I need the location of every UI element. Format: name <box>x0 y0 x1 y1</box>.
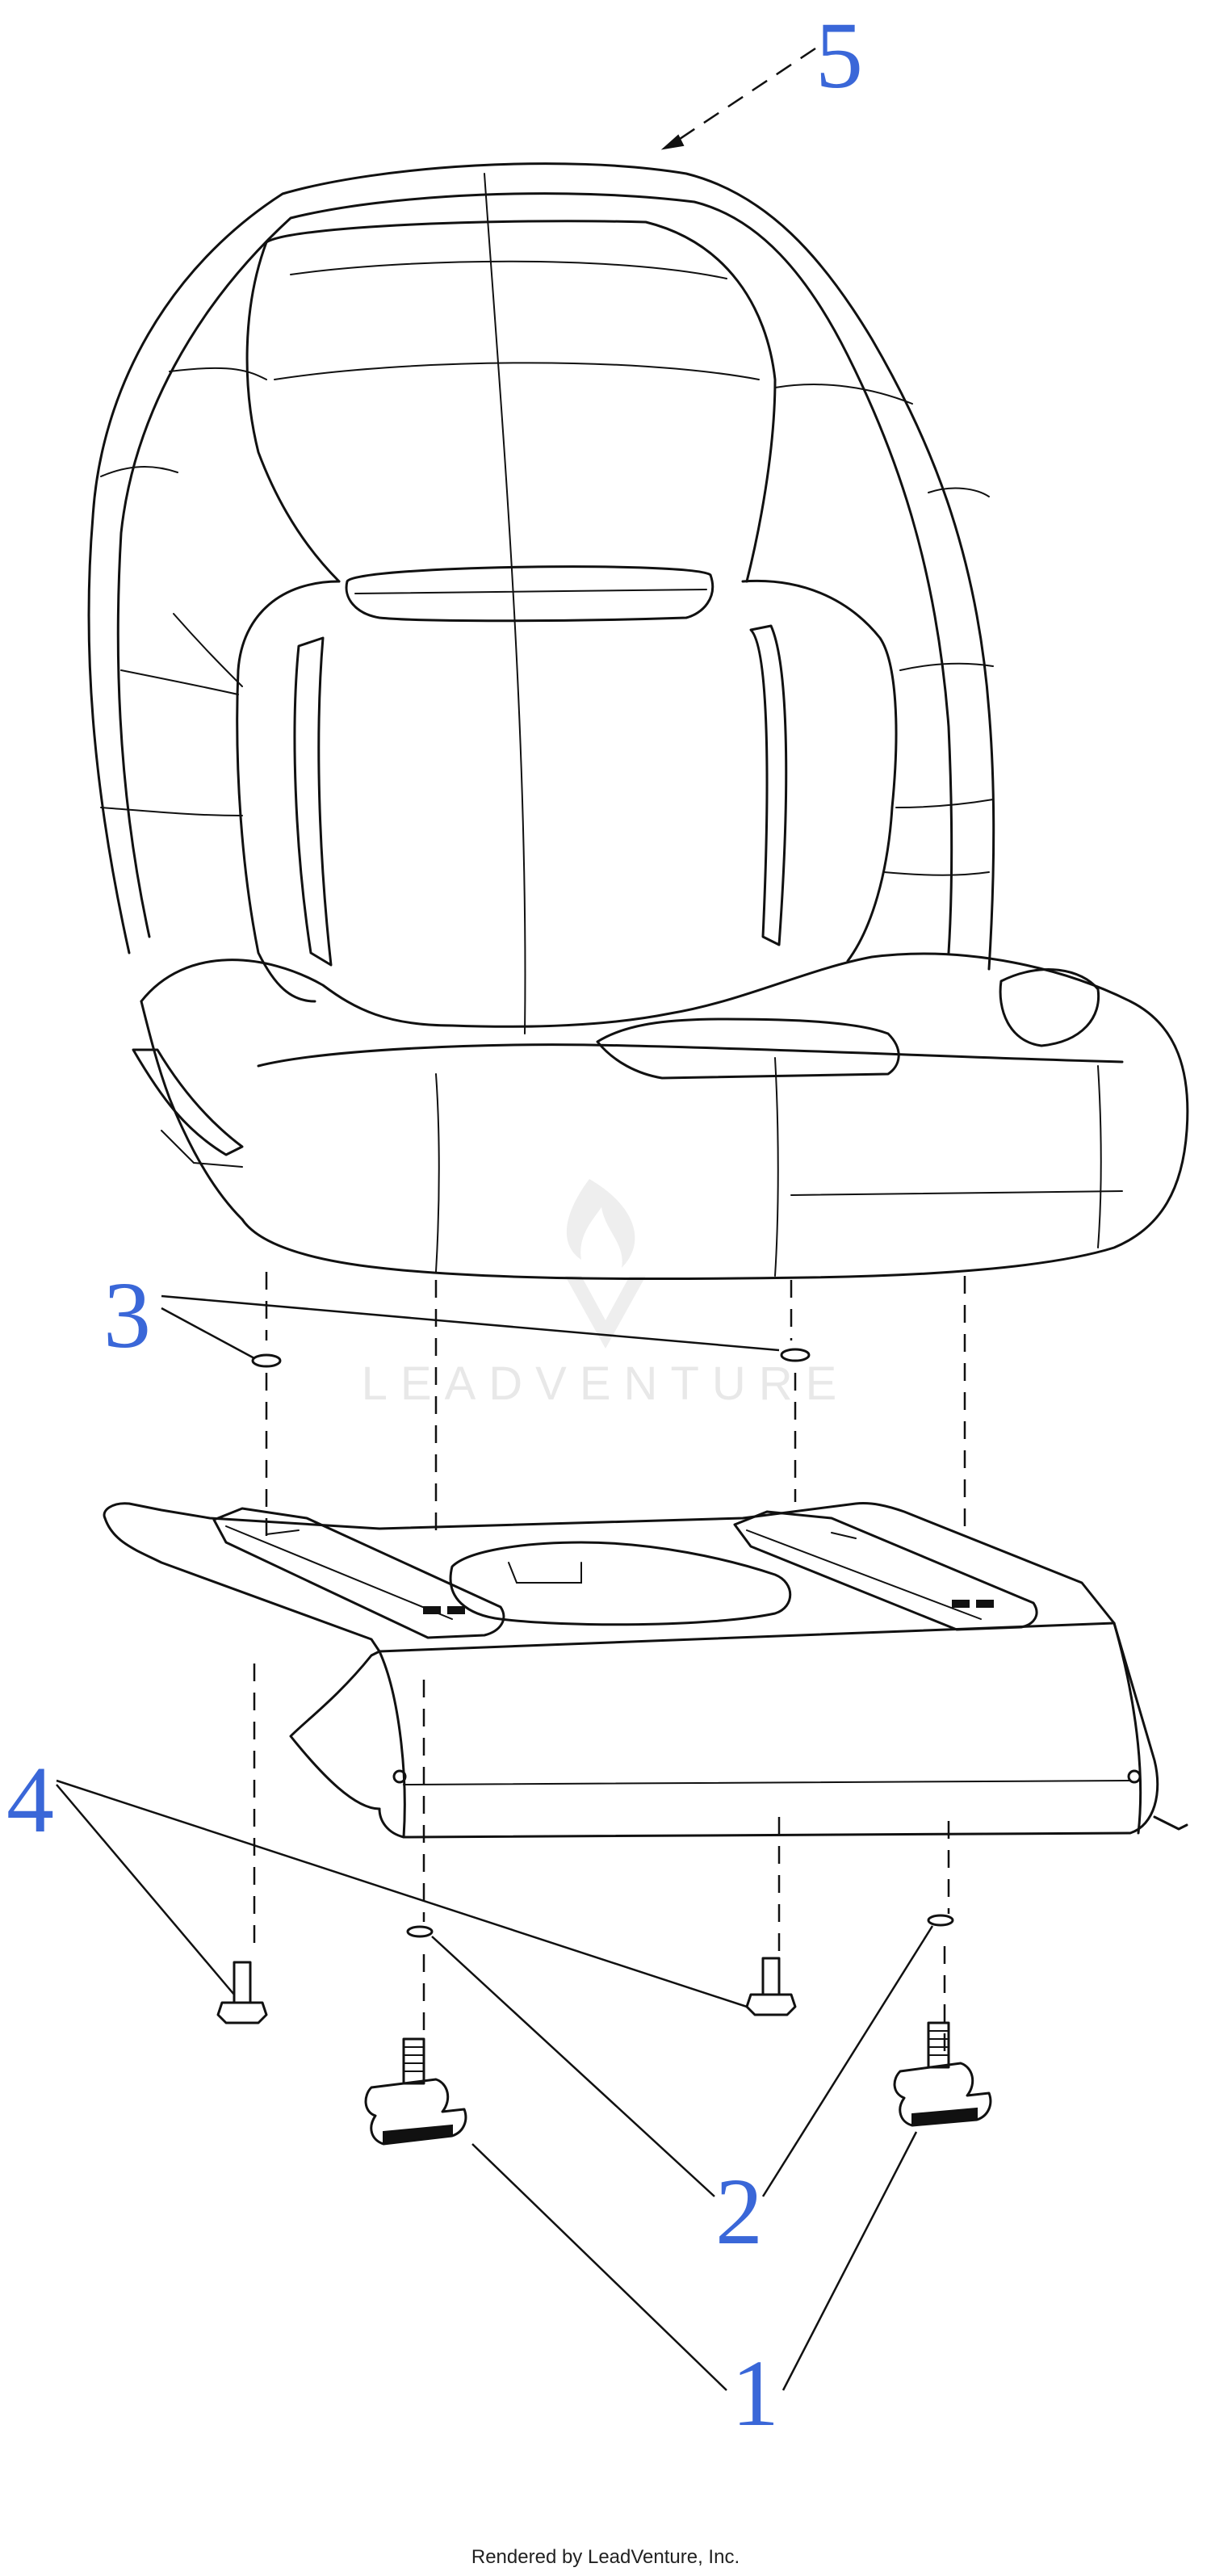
leader-5 <box>669 47 816 147</box>
watermark-logo <box>565 1179 646 1349</box>
callout-4: 4 <box>6 1747 54 1852</box>
leader-3b <box>161 1294 780 1352</box>
callout-3: 3 <box>103 1262 151 1368</box>
callout-1: 1 <box>731 2340 779 2446</box>
leader-1b <box>781 2131 918 2391</box>
washers-part-3 <box>251 1348 811 1368</box>
arrow-head-5 <box>660 134 685 150</box>
callout-2: 2 <box>715 2159 763 2264</box>
callout-5: 5 <box>815 2 863 108</box>
seat-pan <box>103 1502 1188 1839</box>
leader-2a <box>431 1936 715 2197</box>
leader-3a <box>161 1307 255 1360</box>
knobs-part-1 <box>364 2021 992 2146</box>
watermark-text: LEADVENTURE <box>361 1357 850 1410</box>
seat-part-5 <box>87 162 1189 1281</box>
washers-part-2 <box>406 1914 954 1938</box>
leader-1a <box>471 2143 727 2391</box>
assembly-lines <box>253 1272 966 2059</box>
leader-4a <box>56 1784 235 1995</box>
footer-credit: Rendered by LeadVenture, Inc. <box>471 2546 740 2568</box>
leader-4b <box>56 1779 748 2008</box>
leader-2b <box>761 1925 934 2197</box>
bolts-part-4 <box>216 1957 797 2024</box>
